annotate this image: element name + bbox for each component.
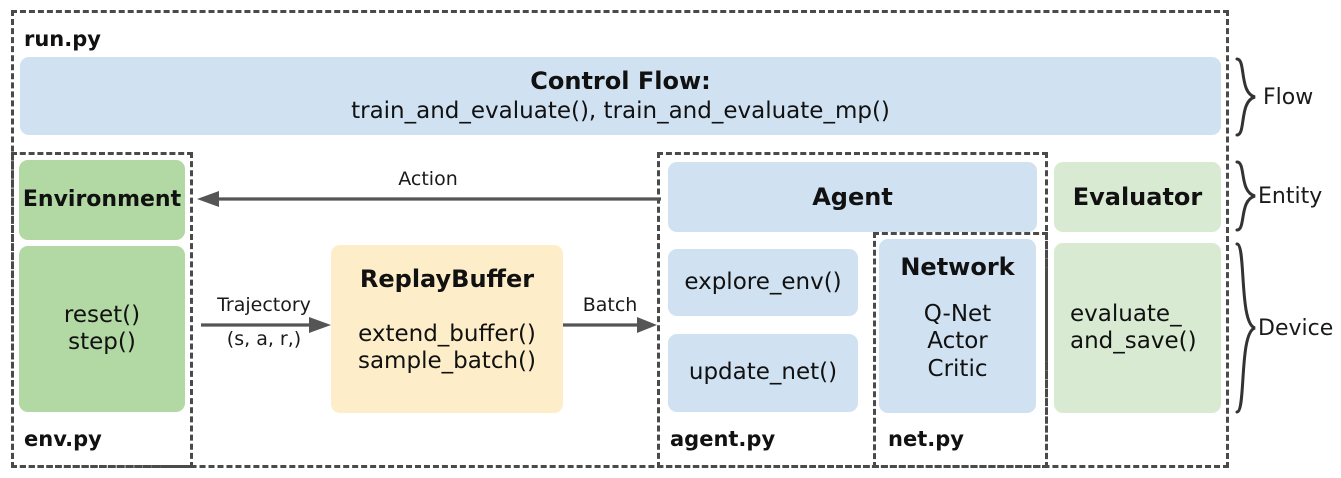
action-arrow-label: Action <box>398 168 458 190</box>
trajectory-arrow-label-line2: (s, a, r,) <box>226 328 302 350</box>
replay-buffer-box[interactable]: ReplayBuffer extend_buffer() sample_batc… <box>331 245 563 413</box>
agent-explore-env-label: explore_env() <box>684 268 842 295</box>
agent-update-net-label: update_net() <box>688 359 838 386</box>
batch-arrow <box>563 316 659 334</box>
evaluator-title: Evaluator <box>1072 182 1203 211</box>
environment-methods-box[interactable]: reset() step() <box>19 246 185 412</box>
trajectory-arrow <box>199 316 333 334</box>
net-py-container <box>873 232 1048 468</box>
network-qnet-label: Q-Net <box>923 301 992 328</box>
environment-box[interactable]: Environment <box>19 160 185 240</box>
device-brace-label: Device <box>1258 316 1334 341</box>
evaluator-box[interactable]: Evaluator <box>1054 162 1221 232</box>
environment-title: Environment <box>22 187 182 213</box>
batch-arrow-label: Batch <box>582 294 638 316</box>
agent-title: Agent <box>812 182 893 211</box>
flow-brace-icon <box>1233 57 1259 137</box>
flow-brace-label: Flow <box>1263 85 1314 110</box>
environment-reset-label: reset() <box>63 301 141 328</box>
evaluator-method-box[interactable]: evaluate_ and_save() <box>1054 243 1221 413</box>
net-py-file-label: net.py <box>888 427 964 451</box>
control-flow-functions: train_and_evaluate(), train_and_evaluate… <box>351 98 890 125</box>
replay-buffer-title: ReplayBuffer <box>359 265 535 293</box>
run-py-file-label: run.py <box>24 27 101 51</box>
entity-brace-icon <box>1233 160 1259 232</box>
network-box[interactable]: Network Q-Net Actor Critic <box>879 239 1036 413</box>
agent-explore-env-box[interactable]: explore_env() <box>668 249 858 316</box>
evaluator-evaluate-label: evaluate_ <box>1070 300 1182 327</box>
action-arrow <box>193 190 663 208</box>
control-flow-box[interactable]: Control Flow: train_and_evaluate(), trai… <box>20 57 1221 135</box>
environment-step-label: step() <box>68 329 136 355</box>
trajectory-arrow-label-line1: Trajectory <box>217 294 311 316</box>
network-title: Network <box>900 253 1015 281</box>
device-brace-icon <box>1233 242 1259 414</box>
env-py-container <box>11 152 193 468</box>
agent-py-file-label: agent.py <box>670 427 776 451</box>
env-py-file-label: env.py <box>24 427 102 451</box>
agent-update-net-box[interactable]: update_net() <box>668 334 858 412</box>
replay-buffer-extend-label: extend_buffer() <box>358 321 536 348</box>
network-actor-label: Actor <box>927 328 988 355</box>
control-flow-title: Control Flow: <box>530 66 711 95</box>
evaluator-and-save-label: and_save() <box>1070 328 1197 354</box>
entity-brace-label: Entity <box>1258 184 1323 209</box>
agent-box[interactable]: Agent <box>668 162 1037 232</box>
network-critic-label: Critic <box>927 355 988 382</box>
replay-buffer-sample-label: sample_batch() <box>357 348 536 375</box>
